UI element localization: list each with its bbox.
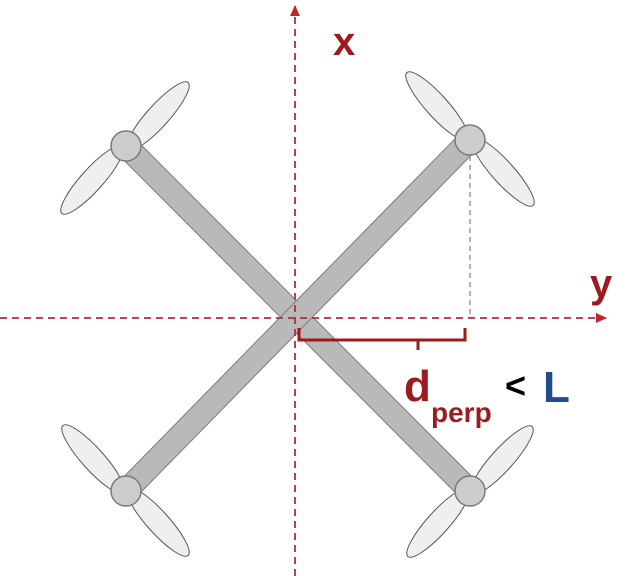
d-perp-subscript: perp	[431, 397, 492, 428]
x-axis-label: x	[333, 20, 355, 64]
motor-hub-front-right	[454, 124, 486, 156]
arm-length-symbol: L	[543, 363, 570, 412]
d-perp-symbol: d	[404, 362, 431, 411]
motor-hub-front-left	[110, 130, 142, 162]
motor-hub-rear-left	[110, 475, 142, 507]
y-axis-label: y	[590, 262, 613, 306]
less-than-symbol: <	[505, 365, 526, 406]
frame	[117, 131, 479, 500]
d-perp-bracket	[297, 328, 467, 350]
motor-hub-rear-right	[454, 475, 486, 507]
